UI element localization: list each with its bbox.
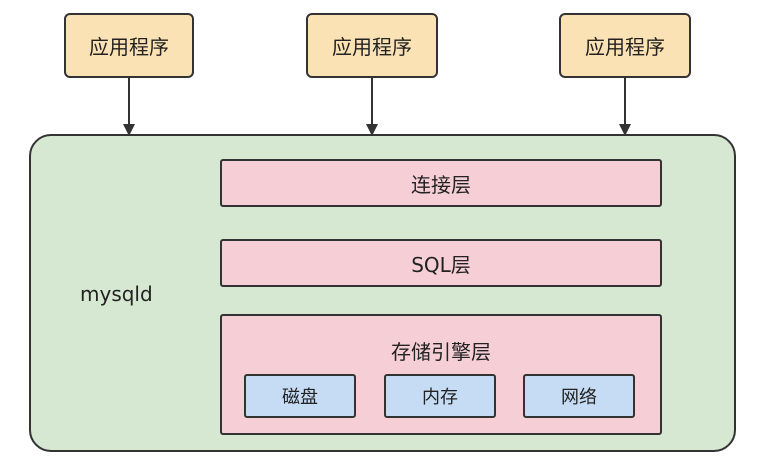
connection-layer-label: 连接层	[411, 172, 471, 197]
application-box-1: 应用程序	[64, 13, 194, 78]
storage-unit-disk: 磁盘	[244, 374, 356, 418]
sql-layer: SQL层	[220, 239, 662, 287]
storage-unit-memory-label: 内存	[422, 387, 458, 408]
storage-unit-network-label: 网络	[561, 387, 597, 408]
mysqld-label: mysqld	[80, 282, 153, 306]
connection-layer: 连接层	[220, 159, 662, 207]
application-label-2: 应用程序	[332, 35, 412, 59]
application-label-3: 应用程序	[585, 35, 665, 59]
storage-unit-network: 网络	[523, 374, 635, 418]
storage-unit-disk-label: 磁盘	[282, 387, 318, 408]
sql-layer-label: SQL层	[411, 252, 471, 277]
storage-unit-memory: 内存	[384, 374, 496, 418]
application-box-3: 应用程序	[559, 13, 691, 78]
application-box-2: 应用程序	[306, 13, 438, 78]
storage-engine-label: 存储引擎层	[391, 340, 491, 364]
application-label-1: 应用程序	[89, 35, 169, 59]
